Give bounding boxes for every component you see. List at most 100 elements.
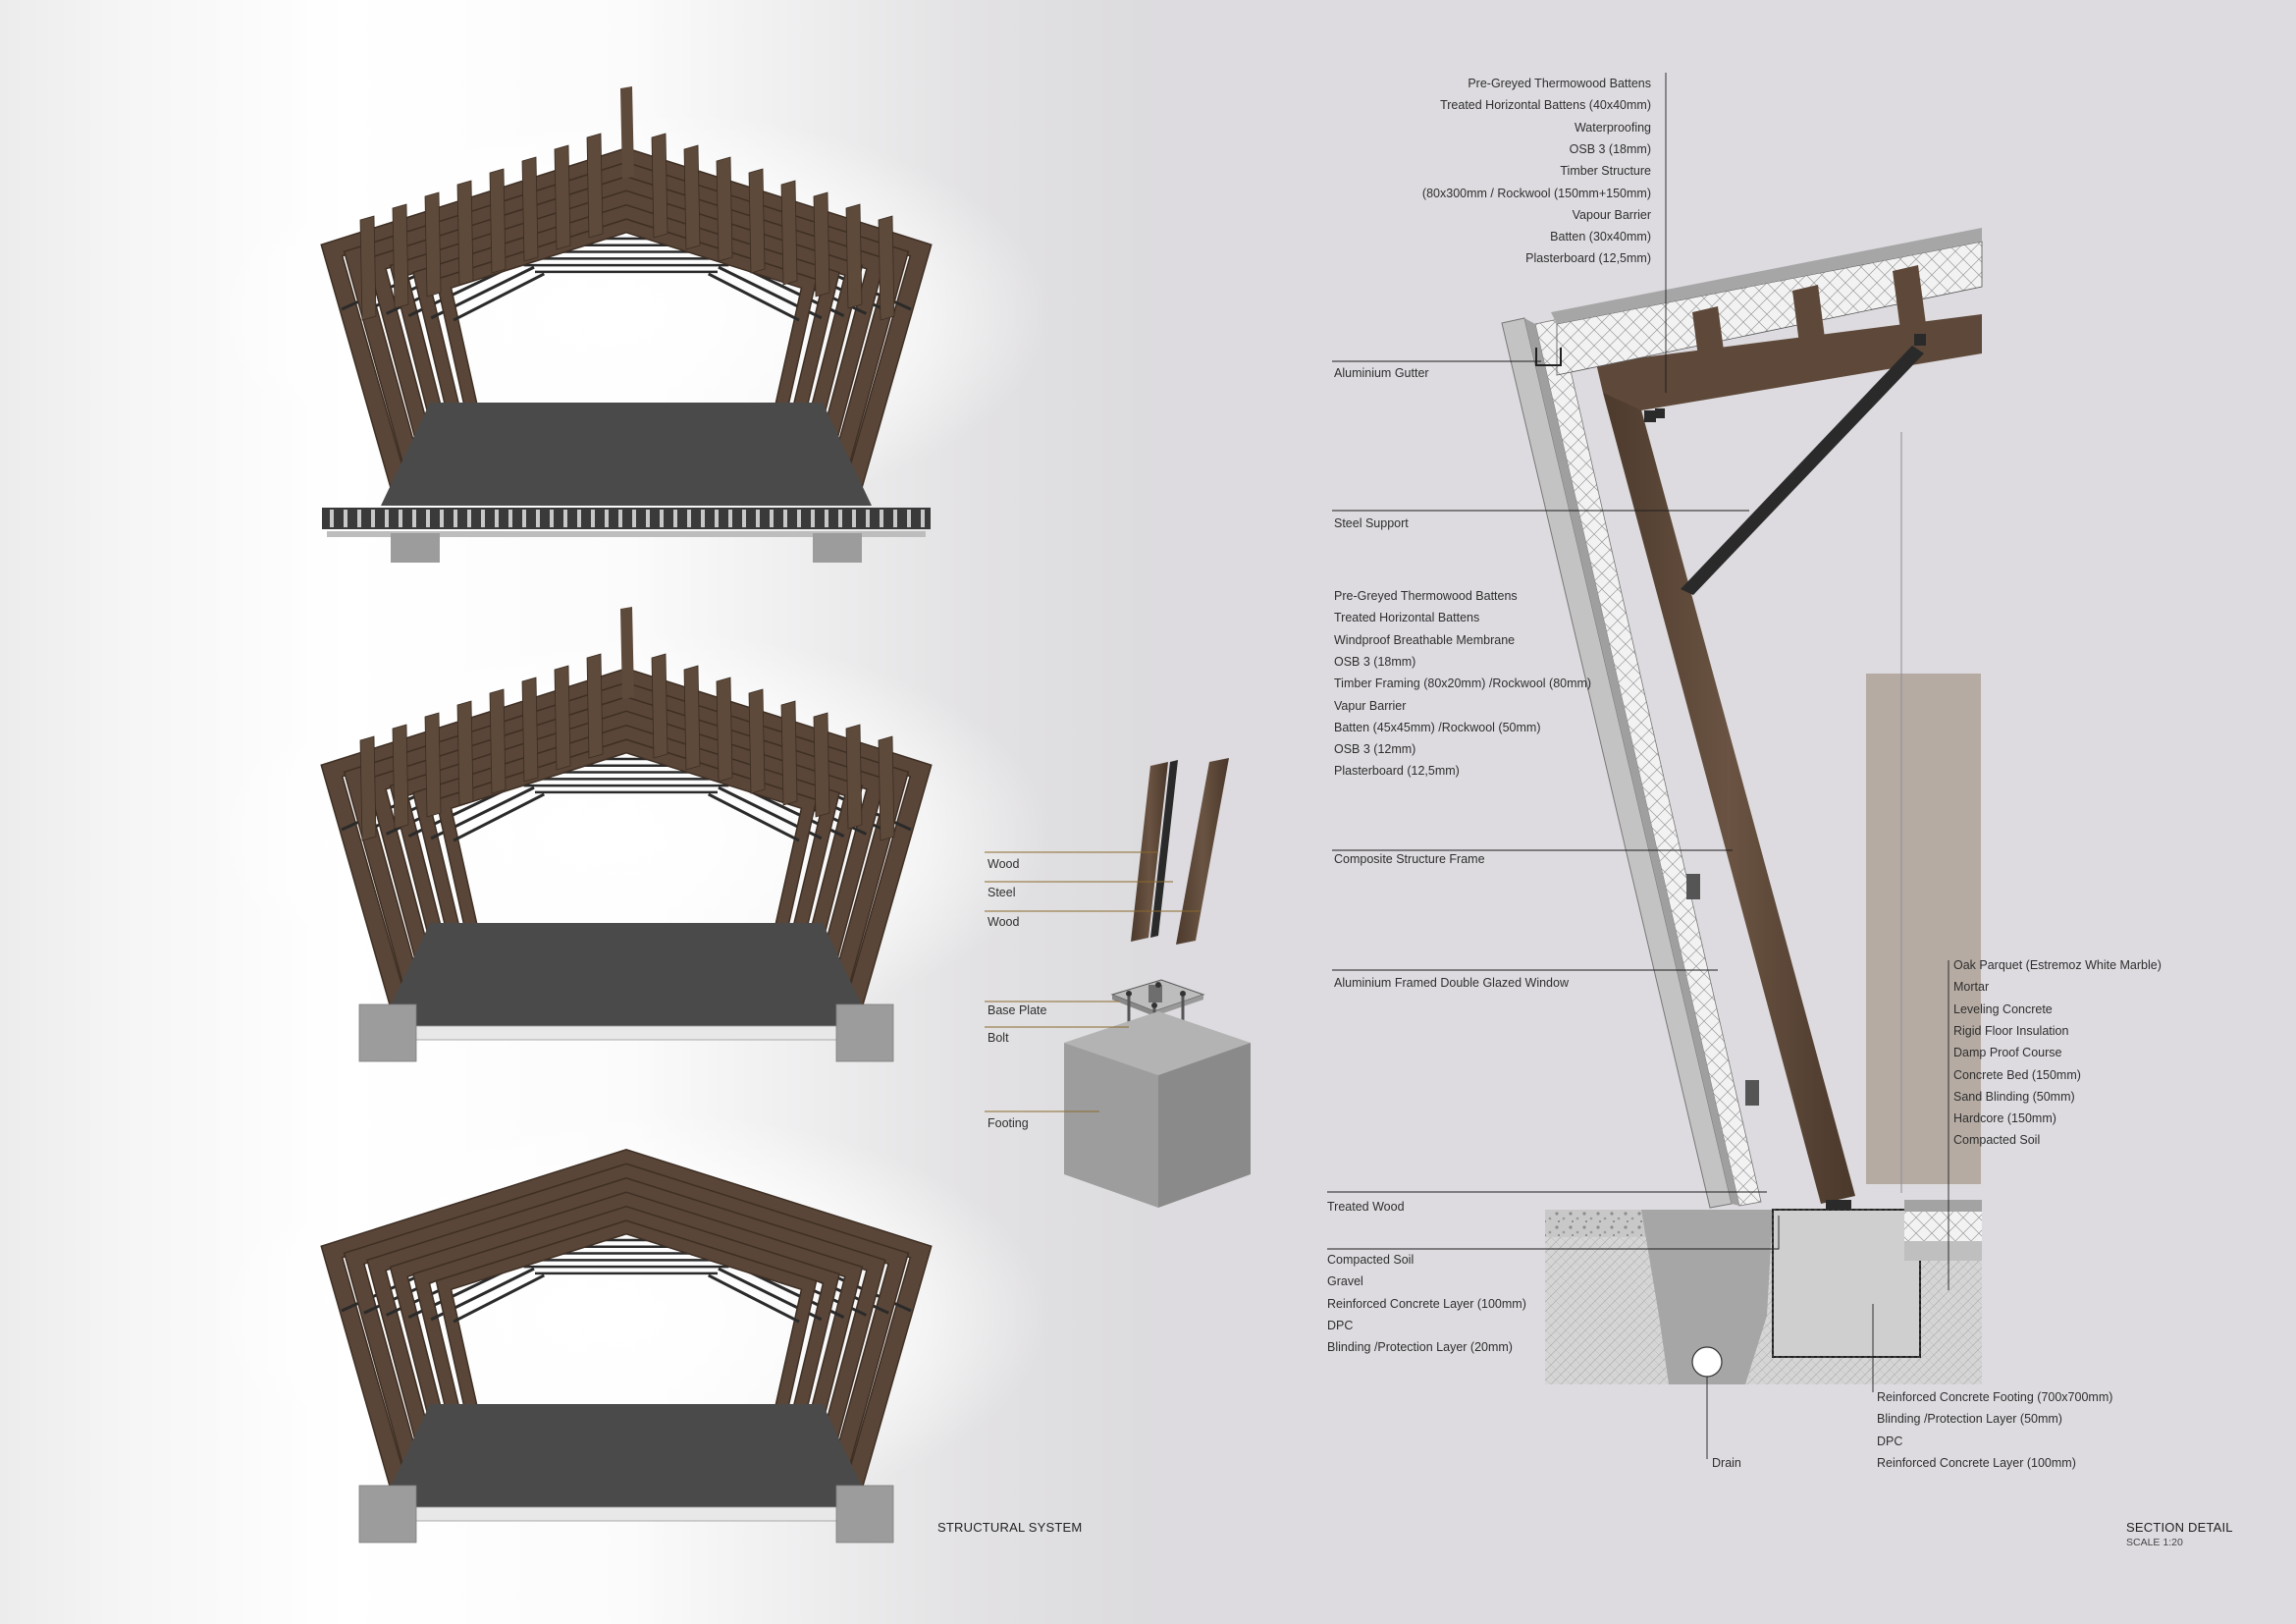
footing-layer-item: Reinforced Concrete Layer (100mm) <box>1877 1455 2076 1470</box>
roof-purlin <box>716 677 733 783</box>
roof-purlin <box>392 724 409 830</box>
outer-cladding <box>1501 317 1733 1209</box>
floor-layer-item: Rigid Floor Insulation <box>1953 1023 2069 1038</box>
roof-layer-item: Vapour Barrier <box>1572 207 1651 222</box>
floor-slab-edge <box>409 1025 843 1041</box>
label-gutter: Aluminium Gutter <box>1334 366 1429 380</box>
structural-axonometrics <box>204 86 1048 1543</box>
wall-layer-item: Pre-Greyed Thermowood Battens <box>1334 589 1518 603</box>
wall-layer-item: Windproof Breathable Membrane <box>1334 632 1516 647</box>
steel-brace <box>708 1273 800 1324</box>
base-plate-edge <box>1112 995 1154 1016</box>
ground-layer-item: Blinding /Protection Layer (20mm) <box>1327 1340 1513 1355</box>
roof-purlin <box>651 653 668 759</box>
roof-timber-joist <box>1692 306 1726 371</box>
caption-structural-system: STRUCTURAL SYSTEM <box>937 1520 1083 1535</box>
floor-build-up-1 <box>1904 1200 1982 1212</box>
floor-layer-item: Leveling Concrete <box>1953 1001 2053 1016</box>
ground-layer-item: Gravel <box>1327 1274 1363 1289</box>
roof-layer-item: Batten (30x40mm) <box>1550 230 1651 244</box>
concrete-footing-icon <box>835 1003 894 1062</box>
timber-frame <box>413 726 839 974</box>
roof-purlin <box>748 688 766 794</box>
bolt-head-icon <box>1180 991 1186 997</box>
concrete-footing-icon <box>358 1485 417 1543</box>
footing-layer-item: DPC <box>1877 1434 1903 1448</box>
joint-steel-plate <box>1150 760 1178 938</box>
roof-purlin <box>392 203 409 309</box>
steel-support <box>1681 346 1924 595</box>
floor-layer-item: Sand Blinding (50mm) <box>1953 1089 2075 1104</box>
section-drawing <box>1327 73 1983 1459</box>
roof-purlin <box>359 215 377 321</box>
label-composite-frame: Composite Structure Frame <box>1334 852 1485 866</box>
roof-purlin <box>878 215 895 321</box>
roof-layer-item: (80x300mm / Rockwool (150mm+150mm) <box>1421 186 1651 200</box>
wall-membrane <box>1524 318 1739 1206</box>
floor-layer-item: Damp Proof Course <box>1953 1046 2062 1060</box>
roof-layer-item: OSB 3 (18mm) <box>1569 141 1651 156</box>
ground-layer-item: DPC <box>1327 1318 1354 1332</box>
roof-purlin <box>489 168 507 274</box>
roof-layer-item: Plasterboard (12,5mm) <box>1525 251 1651 266</box>
footing-right-face <box>1158 1043 1251 1208</box>
roof-purlin <box>813 191 830 298</box>
roof-purlin <box>683 665 701 771</box>
joint-label-wood-1: Wood <box>988 857 1020 871</box>
roof-purlin <box>748 168 766 274</box>
wall-layer-item: Timber Framing (80x20mm) /Rockwool (80mm… <box>1334 677 1592 691</box>
roof-purlin <box>845 203 863 309</box>
roof-purlin <box>780 700 798 806</box>
roof-purlin <box>554 665 571 771</box>
leader-ground-layers <box>1327 1216 1780 1250</box>
treated-wood-sill <box>1826 1200 1851 1210</box>
bolt-block <box>1148 985 1162 1002</box>
joint-label-base-plate: Base Plate <box>988 1003 1047 1017</box>
floor-insulation <box>1904 1212 1982 1241</box>
window-frame-bottom <box>1745 1080 1759 1106</box>
wall-layer-item: OSB 3 (18mm) <box>1334 654 1416 669</box>
joint-label-wood-2: Wood <box>988 915 1020 929</box>
footing-left-face <box>1064 1043 1158 1208</box>
roof-purlin <box>521 156 539 262</box>
timber-frame <box>322 1150 931 1495</box>
ground-layer-item: Reinforced Concrete Layer (100mm) <box>1327 1296 1526 1311</box>
roof-purlin <box>813 712 830 818</box>
concrete-footing-icon <box>358 1003 417 1062</box>
timber-frame <box>368 177 884 473</box>
wall-layer-item: Plasterboard (12,5mm) <box>1334 764 1460 779</box>
roof-purlin <box>359 735 377 841</box>
timber-frame <box>368 697 884 994</box>
roof-purlin <box>586 133 604 239</box>
timber-column <box>1603 393 1855 1204</box>
ground-layer-item: Compacted Soil <box>1327 1253 1415 1267</box>
wall-layer-item: OSB 3 (12mm) <box>1334 742 1416 757</box>
caption-section-detail: SECTION DETAIL <box>2126 1520 2233 1535</box>
roof-purlin <box>651 133 668 239</box>
floor-deck <box>381 923 872 1026</box>
timber-frame <box>413 205 839 454</box>
concrete-footing-icon <box>391 533 440 563</box>
concrete-footing <box>1772 1209 1921 1358</box>
timber-frame <box>391 191 862 463</box>
wall-layer-item: Treated Horizontal Battens <box>1334 611 1480 625</box>
joint-label-steel: Steel <box>988 886 1016 899</box>
bolt-icon <box>1914 334 1926 346</box>
gutter-icon <box>1535 348 1562 366</box>
concrete-footing-icon <box>813 533 862 563</box>
timber-frame <box>437 740 816 964</box>
bolt-head-icon <box>1151 1002 1157 1008</box>
footing-layer-item: Blinding /Protection Layer (50mm) <box>1877 1412 2062 1427</box>
roof-battens <box>1551 228 1982 324</box>
joint-detail <box>985 758 1251 1208</box>
roof-purlin <box>456 180 474 286</box>
joint-wood-plate-1 <box>1131 762 1168 942</box>
roof-purlin <box>489 688 507 794</box>
roof-layer-item: Pre-Greyed Thermowood Battens <box>1468 77 1651 90</box>
interior-wall-panel <box>1866 674 1981 1184</box>
label-window: Aluminium Framed Double Glazed Window <box>1334 976 1569 990</box>
roof-layer-item: Timber Structure <box>1560 164 1651 179</box>
roof-purlin <box>521 677 539 783</box>
